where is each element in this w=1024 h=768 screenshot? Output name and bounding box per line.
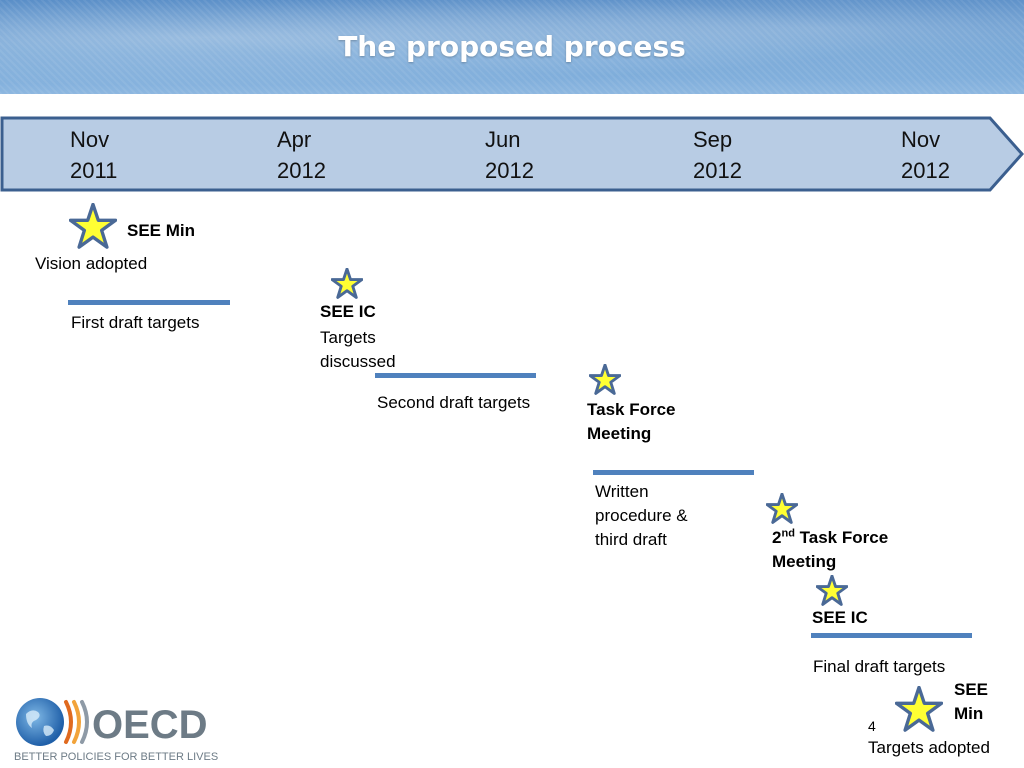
see-ic-label: SEE IC xyxy=(320,302,376,321)
page-number: 4 xyxy=(868,718,876,734)
star-icon xyxy=(69,203,117,249)
second-draft-label: Second draft targets xyxy=(377,393,531,412)
targets-discussed-label: Targets discussed xyxy=(320,328,396,371)
first-draft-label: First draft targets xyxy=(71,313,200,332)
see-min-label: SEE Min xyxy=(954,680,989,723)
third-draft-bar xyxy=(593,470,754,475)
oecd-logo: OECD BETTER POLICIES FOR BETTER LIVES xyxy=(14,698,218,763)
second-draft-bar xyxy=(375,373,536,378)
header-banner: The proposed process xyxy=(0,0,1024,94)
task-force-meeting-label: Task Force Meeting xyxy=(587,400,676,443)
second-task-force-label: 2nd Task Force Meeting xyxy=(772,527,889,571)
written-procedure-label: Written procedure & third draft xyxy=(595,482,688,549)
final-draft-bar xyxy=(811,633,972,638)
slide-title: The proposed process xyxy=(338,30,686,63)
star-icon xyxy=(589,364,621,395)
vision-adopted-label: Vision adopted xyxy=(35,254,148,273)
timeline-arrow xyxy=(0,116,1024,192)
star-icon xyxy=(766,493,798,524)
final-draft-label: Final draft targets xyxy=(813,657,946,676)
targets-adopted-label: Targets adopted xyxy=(868,738,990,757)
see-min-label: SEE Min xyxy=(127,221,196,240)
see-ic-label: SEE IC xyxy=(812,608,868,627)
svg-text:OECD: OECD xyxy=(92,703,208,747)
first-draft-bar xyxy=(68,300,230,305)
star-icon xyxy=(331,268,363,299)
svg-text:BETTER POLICIES FOR BETTER LIV: BETTER POLICIES FOR BETTER LIVES xyxy=(14,751,218,763)
star-icon xyxy=(816,575,848,606)
star-icon xyxy=(895,686,943,732)
